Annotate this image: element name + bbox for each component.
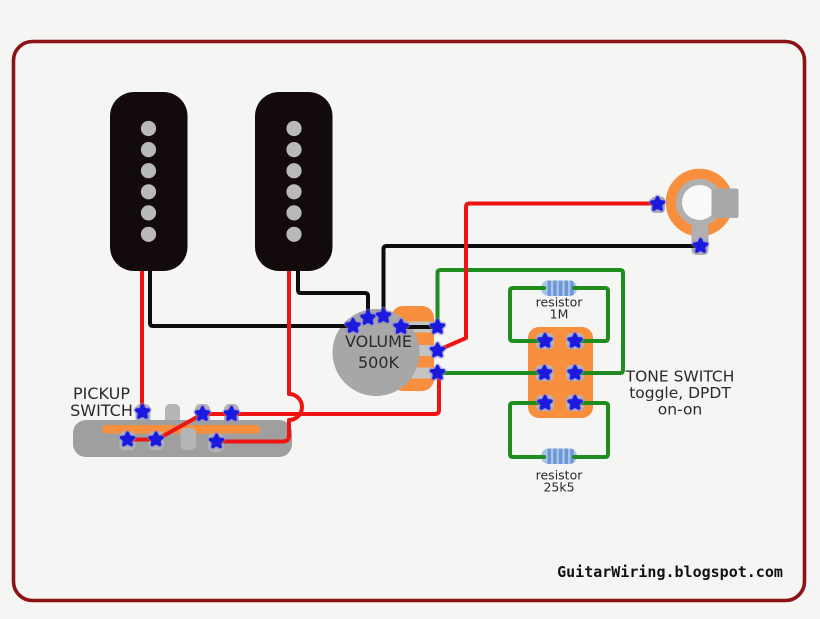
terminal	[539, 335, 551, 347]
resistor-stripes	[547, 448, 574, 464]
pole-piece	[286, 120, 302, 137]
pole-piece	[140, 226, 157, 242]
tone-switch-label-line1: TONE SWITCH	[625, 368, 735, 386]
pickup-cover	[110, 92, 188, 271]
terminal	[539, 397, 551, 409]
wire-resistor-25k5-right	[572, 401, 610, 459]
neck-pickup	[110, 92, 188, 271]
pole-piece	[140, 142, 157, 158]
resistor-stripes	[547, 280, 574, 296]
wire-bridge-pickup-ground	[296, 254, 370, 320]
resistor-25k5	[541, 448, 577, 464]
resistor-1m-label-line2: 1M	[550, 307, 569, 322]
terminal	[225, 408, 237, 420]
terminal	[136, 406, 148, 418]
wire-pot-casing-to-jack-sleeve	[381, 244, 703, 318]
signal-wires-red	[126, 201, 657, 444]
terminal	[121, 433, 133, 445]
terminal	[569, 335, 581, 347]
wire-volume-lug2-to-jack-tip	[435, 201, 657, 353]
terminal	[569, 367, 581, 379]
terminal	[362, 312, 374, 324]
pole-piece	[140, 184, 157, 200]
switch-lug-tab	[165, 404, 180, 424]
terminal	[196, 408, 208, 420]
wire-resistor-1m-left	[508, 286, 547, 343]
volume-label-line1: VOLUME	[345, 332, 412, 351]
jack-contact-block	[711, 188, 739, 218]
resistor-1m-label-line1: resistor	[536, 295, 584, 310]
pole-piece	[286, 226, 302, 242]
terminal	[347, 320, 359, 332]
pole-piece	[140, 205, 157, 221]
terminal	[569, 397, 581, 409]
terminal	[651, 198, 663, 210]
watermark-text: GuitarWiring.blogspot.com	[557, 563, 783, 581]
tone-switch-label-line3: on-on	[658, 401, 703, 419]
pole-piece	[140, 163, 157, 179]
resistor-25k5-label-line1: resistor	[536, 468, 584, 483]
wire-bridge-pickup-hot-with-hop	[216, 254, 304, 444]
resistor-25k5-label-line2: 25k5	[543, 480, 574, 495]
terminal	[694, 240, 706, 252]
pole-piece	[286, 184, 302, 200]
frame-border	[11, 39, 807, 603]
terminal	[431, 344, 443, 356]
pole-piece	[286, 142, 302, 158]
tone-switch-label-line2: toggle, DPDT	[629, 384, 731, 402]
pole-piece	[140, 120, 157, 137]
pole-piece	[286, 205, 302, 221]
tone-wires-green	[435, 268, 625, 459]
resistor-1m	[541, 280, 577, 296]
terminal	[395, 321, 407, 333]
wire-resistor-25k5-left	[508, 401, 547, 459]
pickup-switch-label-line2: SWITCH	[70, 401, 133, 420]
switch-middle-tab	[180, 428, 196, 450]
volume-label-line2: 500K	[358, 353, 400, 372]
terminal	[538, 367, 550, 379]
terminal	[150, 433, 162, 445]
terminal	[210, 435, 222, 447]
terminal	[431, 321, 443, 333]
diagram-labels: VOLUME 500K PICKUP SWITCH TONE SWITCH to…	[70, 295, 783, 582]
pickup-cover	[255, 92, 333, 271]
pickup-switch-label-line1: PICKUP	[73, 384, 130, 403]
terminal	[431, 366, 443, 378]
terminal	[377, 310, 389, 322]
switch-contact-strip	[102, 425, 260, 434]
wire-volume-lug1-to-tone-switch	[435, 268, 625, 375]
pole-piece	[286, 163, 302, 179]
wire-resistor-1m-right	[572, 286, 610, 343]
bridge-pickup	[255, 92, 333, 271]
wire-switch-to-volume-lug3	[155, 375, 441, 442]
wire-neck-pickup-ground	[148, 254, 355, 328]
